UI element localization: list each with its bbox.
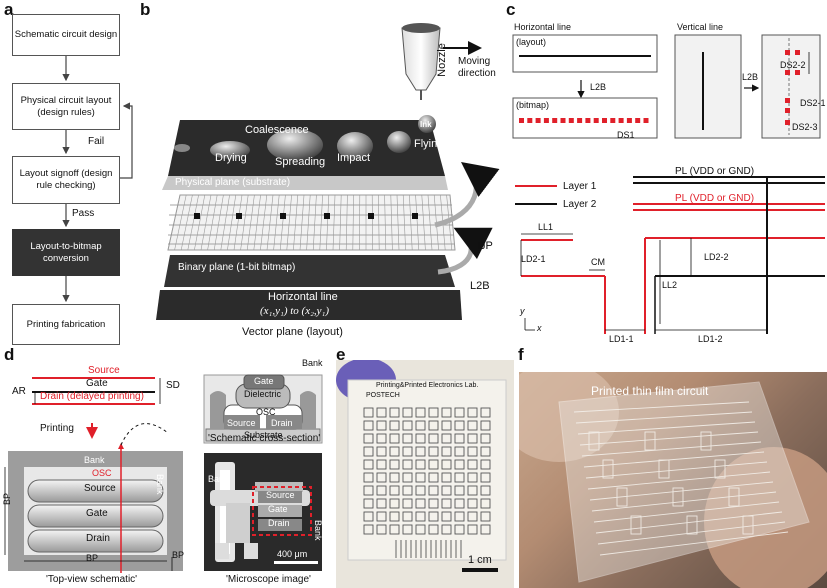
bank-side-label: Bank	[155, 474, 165, 495]
fail-label: Fail	[88, 136, 105, 147]
cs-bank-label: Bank	[302, 358, 323, 368]
panel-label-b: b	[140, 0, 151, 19]
ds1-label: DS1	[617, 130, 635, 140]
design-rules-diagram	[512, 34, 825, 334]
mi-drain-label: Drain	[268, 518, 290, 528]
ds2-2-label: DS2-2	[780, 60, 806, 70]
ld1-2-label: LD1-2	[698, 334, 723, 344]
panel-f-drawing	[519, 372, 827, 588]
panel-e-photo: Printing&Printed Electronics Lab. POSTEC…	[336, 360, 514, 588]
gate-line-label: Gate	[86, 378, 108, 389]
pass-label: Pass	[72, 208, 95, 219]
cs-osc-label: OSC	[256, 407, 276, 417]
physical-plane-label: Physical plane (substrate)	[175, 177, 291, 188]
moving-direction-1: Moving	[458, 56, 491, 67]
ds2-1-label: DS2-1	[800, 98, 826, 108]
mi-scale-label: 400 μm	[277, 549, 308, 559]
panel-f-photo: Printed thin film circuit	[519, 372, 827, 588]
layout-label: (layout)	[516, 37, 547, 47]
flow-step-layout: Physical circuit layout (design rules)	[12, 83, 120, 130]
ijp-label: IJP	[477, 240, 493, 252]
horizontal-line-label: Horizontal line	[268, 291, 338, 303]
drying-label: Drying	[215, 152, 247, 164]
ds2-3-label: DS2-3	[792, 122, 818, 132]
binary-plane-label: Binary plane (1-bit bitmap)	[178, 262, 296, 273]
cs-dielectric-label: Dielectric	[244, 389, 282, 399]
panel-f-title: Printed thin film circuit	[591, 384, 709, 398]
layer1-label: Layer 1	[563, 181, 597, 192]
drain-line-label: Drain (delayed printing)	[40, 391, 144, 402]
cs-gate-label: Gate	[254, 376, 274, 386]
panel-label-a: a	[4, 0, 14, 19]
printing-label: Printing	[40, 423, 74, 434]
panel-e-postech: POSTECH	[366, 392, 400, 399]
l2b-horizontal-label: L2B	[590, 82, 607, 92]
flow-step-signoff: Layout signoff (design rule checking)	[12, 156, 120, 204]
cs-drain-label: Drain	[271, 418, 293, 428]
layer2-label: Layer 2	[563, 199, 597, 210]
planes-illustration	[156, 23, 500, 320]
mi-source-label: Source	[266, 490, 295, 500]
mi-bank-label: Bank	[208, 474, 229, 484]
vertical-line-title: Vertical line	[677, 22, 724, 32]
coords-label: (x₁,y₁) to (x₂,y₁)	[260, 305, 330, 317]
flow-arrows	[62, 56, 133, 303]
cs-source-label: Source	[227, 418, 256, 428]
source-line-label: Source	[88, 365, 120, 376]
ll1-label: LL1	[538, 222, 554, 232]
spreading-label: Spreading	[275, 156, 326, 168]
flow-step-conversion: Layout-to-bitmap conversion	[12, 229, 120, 276]
horizontal-line-title: Horizontal line	[514, 22, 572, 32]
bp-left-label: BP	[2, 492, 12, 505]
panel-e-scale: 1 cm	[468, 554, 492, 566]
ld2-1-label: LD2-1	[521, 254, 546, 264]
axis-y-label: y	[520, 306, 525, 316]
cs-substrate-label: Substrate	[244, 430, 283, 440]
ar-label: AR	[12, 386, 26, 397]
flow-step-printing: Printing fabrication	[12, 304, 120, 345]
pl-black-label: PL (VDD or GND)	[675, 166, 755, 177]
flow-step-schematic: Schematic circuit design	[12, 14, 120, 56]
cross-section-caption: 'Schematic cross-section'	[208, 433, 321, 444]
l2b-vertical-label: L2B	[742, 72, 759, 82]
impact-label: Impact	[337, 152, 371, 164]
source-pill-label: Source	[84, 483, 116, 494]
l2b-label: L2B	[470, 280, 490, 292]
coalescence-label: Coalescence	[245, 124, 309, 136]
ink-label: Ink	[420, 120, 432, 129]
cm-label: CM	[591, 257, 605, 267]
drain-pill-label: Drain	[86, 533, 110, 544]
bank-top-label: Bank	[84, 455, 105, 465]
tft-schematic	[4, 374, 323, 573]
panel-label-d: d	[4, 345, 15, 364]
panel-label-c: c	[506, 0, 516, 19]
microscope-caption: 'Microscope image'	[226, 574, 311, 585]
ld2-2-label: LD2-2	[704, 252, 729, 262]
bitmap-label: (bitmap)	[516, 100, 550, 110]
axis-x-label: x	[537, 323, 542, 333]
vector-plane-label: Vector plane (layout)	[242, 326, 343, 338]
gate-pill-label: Gate	[86, 508, 108, 519]
bp-bottom-label: BP	[86, 553, 99, 563]
ld1-1-label: LD1-1	[609, 334, 634, 344]
panel-label-f: f	[518, 345, 524, 364]
bp-right-label: BP	[172, 550, 185, 560]
flying-label: Flying	[414, 138, 444, 150]
panel-e-drawing	[336, 360, 507, 572]
panel-label-e: e	[336, 345, 346, 364]
top-view-caption: 'Top-view schematic'	[46, 574, 138, 585]
ll2-label: LL2	[662, 280, 678, 290]
pl-red-label: PL (VDD or GND)	[675, 193, 755, 204]
mi-bank-side-label: Bank	[313, 520, 323, 541]
mi-gate-label: Gate	[268, 504, 288, 514]
sd-label: SD	[166, 380, 180, 391]
moving-direction-2: direction	[458, 68, 496, 79]
osc-label: OSC	[92, 468, 112, 478]
panel-e-header: Printing&Printed Electronics Lab.	[376, 382, 479, 389]
nozzle-text: Nozzle	[435, 43, 448, 77]
